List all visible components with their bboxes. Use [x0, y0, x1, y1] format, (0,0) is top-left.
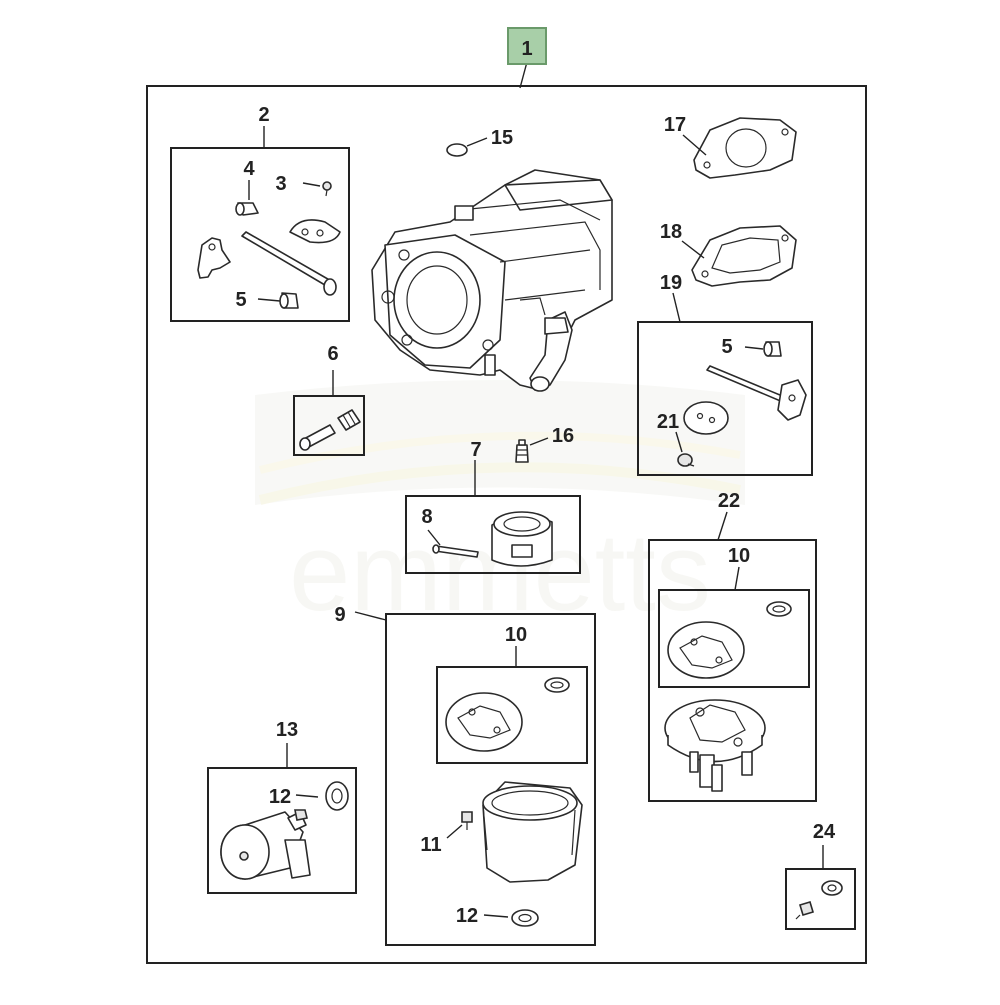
throttle-plate	[289, 219, 341, 244]
throttle-shaft	[241, 231, 337, 296]
callout-7: 7	[470, 439, 481, 461]
bowl-assembly	[664, 699, 766, 792]
main-callout-box	[507, 27, 547, 65]
callout-6: 6	[327, 343, 338, 365]
callout-24: 24	[813, 821, 836, 843]
callout-2: 2	[258, 104, 269, 126]
bowl-screw-11	[446, 811, 473, 839]
kit-box-2	[170, 147, 350, 322]
callout-9: 9	[334, 604, 345, 626]
callout-4: 4	[243, 158, 255, 180]
callout-16: 16	[552, 425, 574, 447]
callout-17: 17	[664, 114, 686, 136]
kit-box-9	[385, 613, 596, 946]
washer-right	[766, 601, 792, 617]
seal-5-right	[744, 341, 782, 357]
kit-box-7	[405, 495, 581, 574]
washer-12-bottom	[483, 909, 539, 927]
kit-box-22	[648, 539, 817, 802]
float-pin-8	[427, 529, 479, 558]
assembly-frame	[146, 85, 867, 964]
gasket-18	[681, 225, 797, 287]
gasket-17	[682, 117, 797, 179]
callout-12-left: 12	[269, 786, 291, 808]
screw-21	[675, 431, 695, 467]
fuel-solenoid	[220, 809, 311, 880]
callout-10-right: 10	[728, 545, 750, 567]
kit-box-24	[785, 868, 856, 930]
throttle-lever	[197, 237, 231, 279]
callout-3: 3	[275, 173, 286, 195]
bowl-gasket-right	[667, 621, 745, 679]
callout-8: 8	[421, 506, 432, 528]
callout-11: 11	[420, 834, 441, 856]
callout-13: 13	[276, 719, 298, 741]
callout-10-left: 10	[505, 624, 527, 646]
float-bowl	[482, 781, 583, 883]
callout-12-bottom: 12	[456, 905, 478, 927]
choke-plate	[683, 401, 729, 435]
callout-19: 19	[660, 272, 682, 294]
float	[491, 511, 553, 567]
screw-3	[302, 181, 332, 197]
choke-shaft	[706, 365, 807, 421]
gasket-kit-box-10-left	[436, 666, 588, 764]
idle-screw	[299, 409, 361, 451]
gasket-kit-box-10-right	[658, 589, 810, 688]
callout-5-right: 5	[721, 336, 732, 358]
callout-15: 15	[491, 127, 513, 149]
callout-21: 21	[657, 411, 679, 433]
gasket-15	[446, 137, 488, 157]
bowl-gasket-left	[445, 692, 523, 752]
callout-22: 22	[718, 490, 740, 512]
callout-18: 18	[660, 221, 682, 243]
carburetor-body	[371, 169, 613, 392]
kit-box-19	[637, 321, 813, 476]
kit-box-6	[293, 395, 365, 456]
main-jet-16	[515, 437, 549, 463]
callout-5-left: 5	[235, 289, 246, 311]
washer-left	[544, 677, 570, 693]
kit-box-13	[207, 767, 357, 894]
drain-screw	[795, 880, 843, 920]
callout-1: 1	[521, 38, 532, 60]
washer-12-left	[295, 781, 349, 811]
bushing-4	[235, 180, 259, 216]
seal-5-left	[257, 292, 299, 309]
